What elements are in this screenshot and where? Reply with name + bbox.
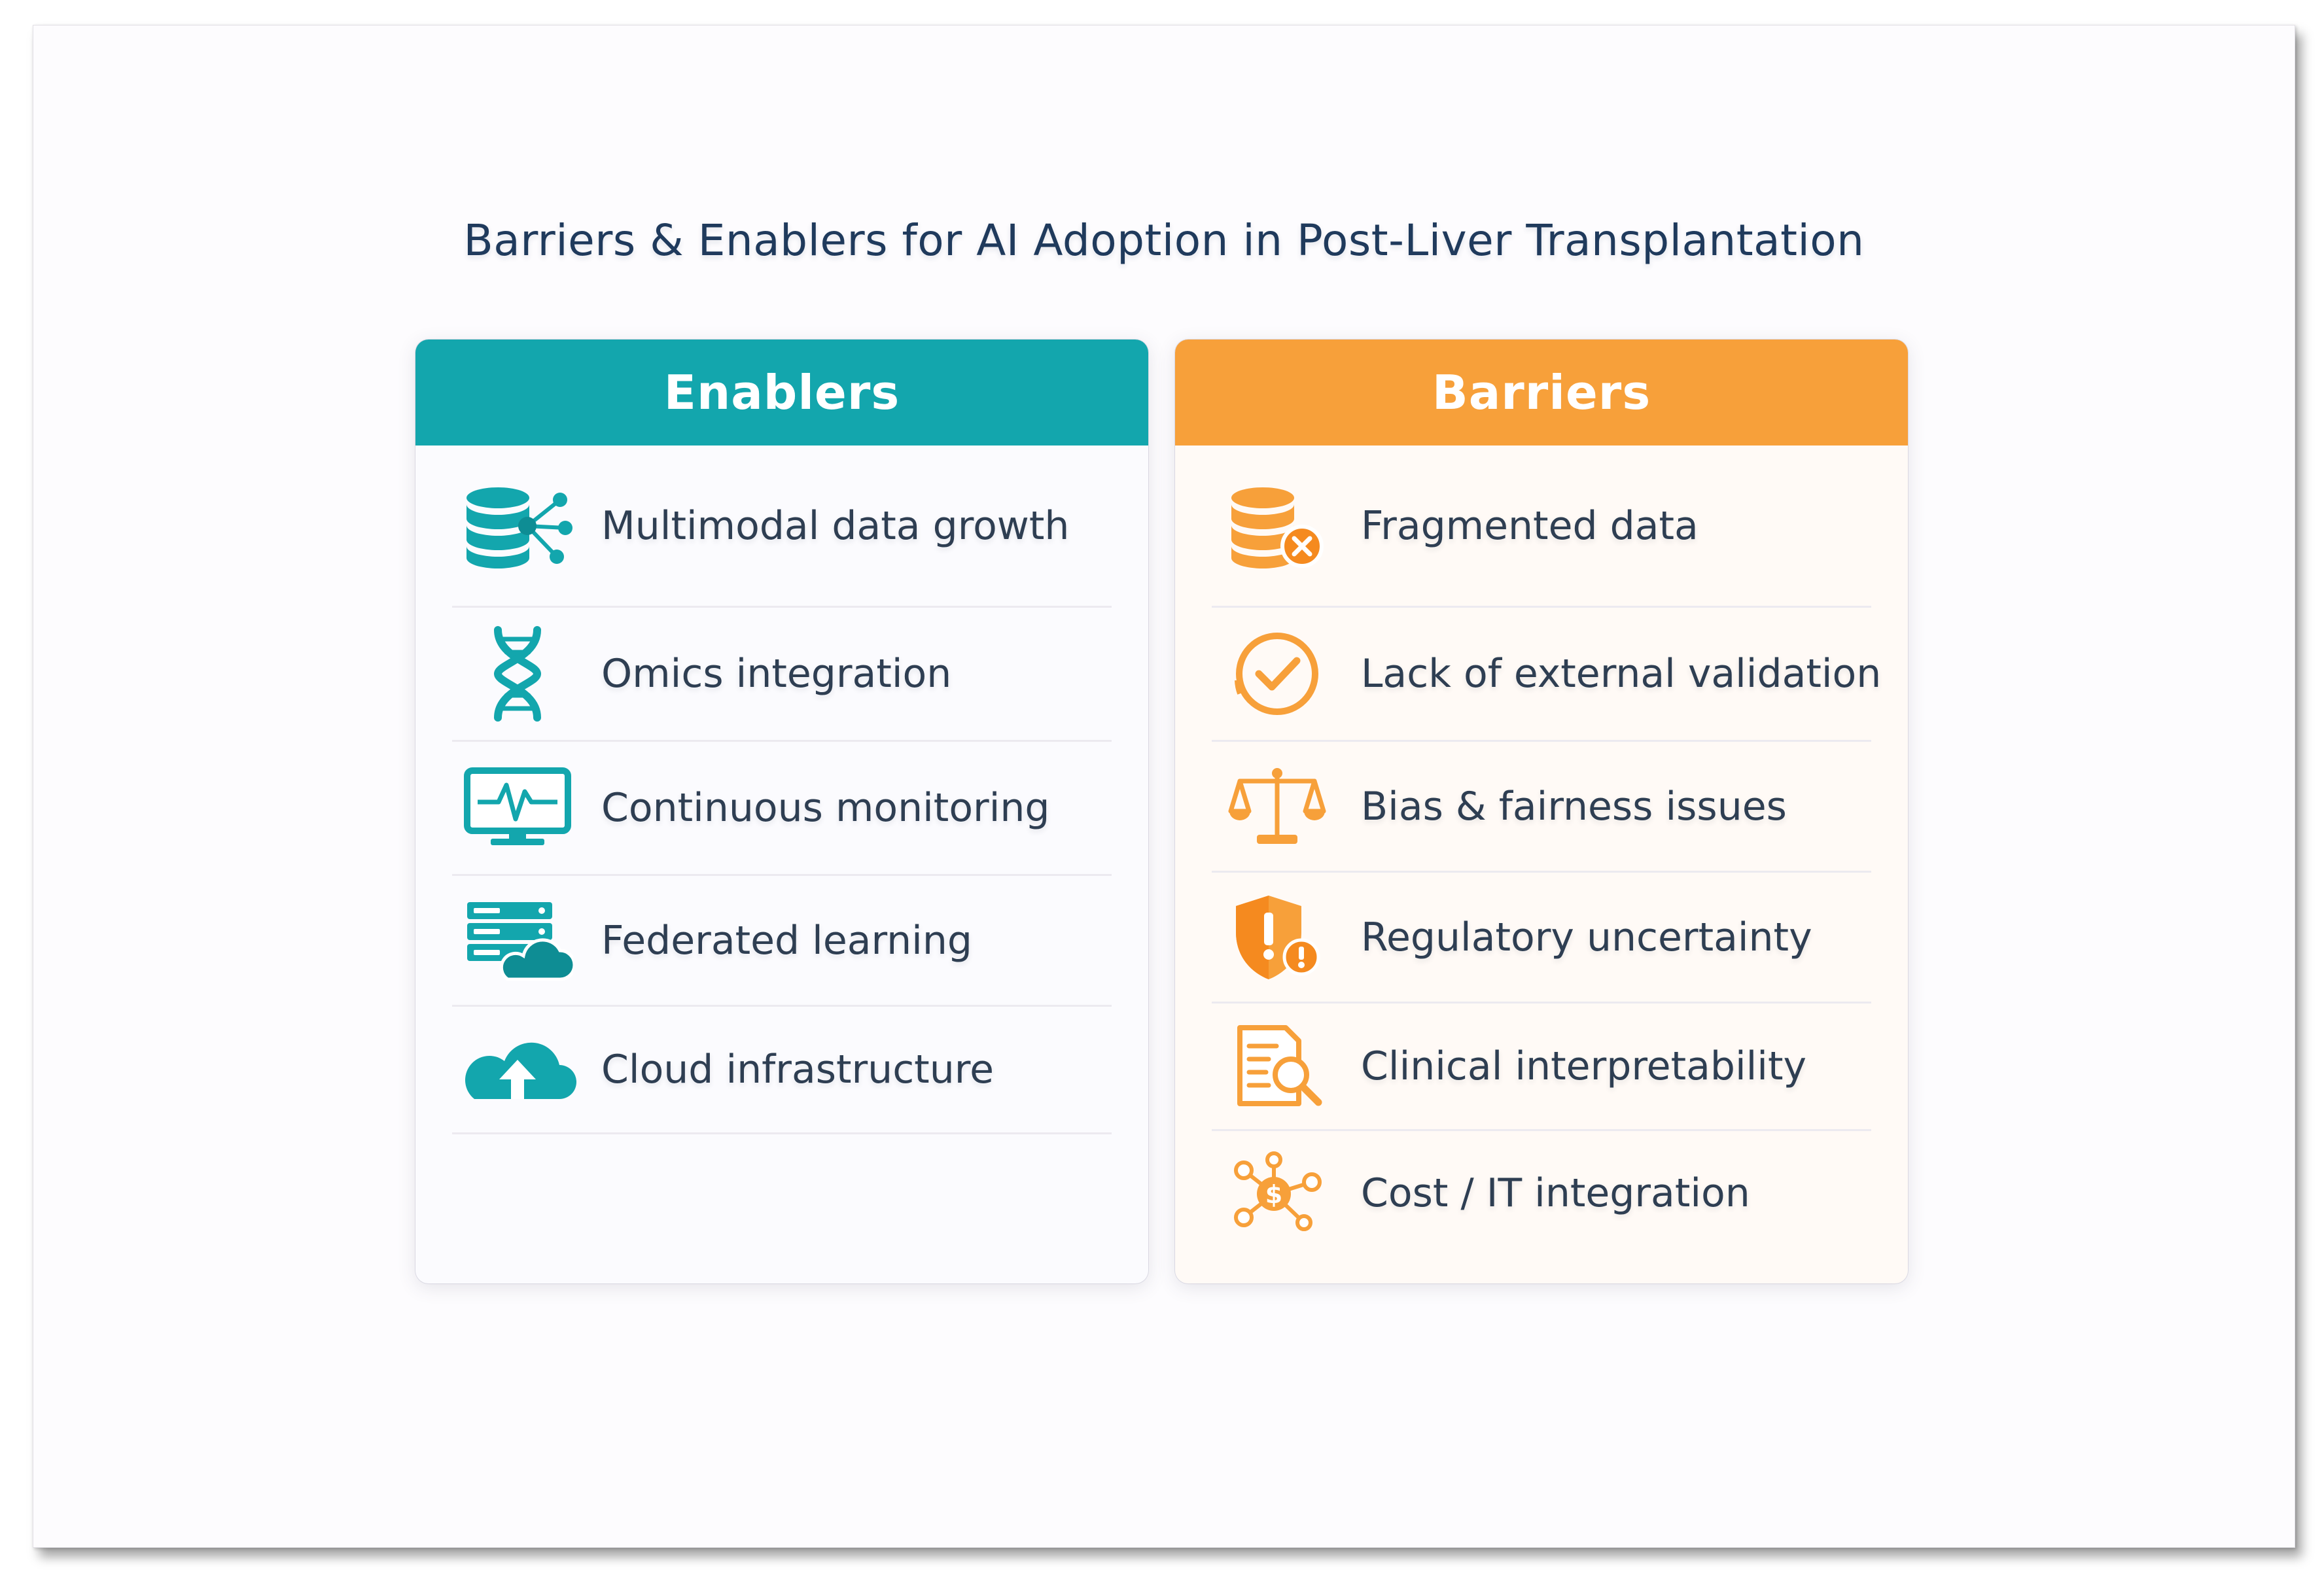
barrier-label: Cost / IT integration [1361,1170,1750,1216]
cost-network-icon: $ [1212,1151,1343,1236]
enabler-item-cloud: Cloud infrastructure [452,1007,1112,1134]
monitor-heartbeat-icon [452,765,583,850]
barriers-header: Barriers [1175,340,1908,445]
enabler-label: Multimodal data growth [601,502,1070,549]
database-network-icon [452,483,583,568]
svg-text:$: $ [1265,1180,1282,1209]
enabler-label: Cloud infrastructure [601,1047,994,1092]
barrier-item-regulatory: Regulatory uncertainty [1212,873,1871,1004]
database-error-icon [1212,483,1343,568]
barrier-item-cost: $ Cost / IT integration [1212,1131,1871,1255]
figure-frame: Barriers & Enablers for AI Adoption in P… [33,25,2295,1548]
barrier-label: Clinical interpretability [1361,1043,1807,1089]
barrier-item-interpretability: Clinical interpretability [1212,1004,1871,1131]
barrier-label: Lack of external validation [1361,651,1882,697]
enablers-list: Multimodal data growth [415,445,1148,1134]
enabler-item-federated: Federated learning [452,876,1112,1007]
barrier-item-validation: Lack of external validation [1212,608,1881,742]
barrier-label: Regulatory uncertainty [1361,914,1812,960]
server-cloud-icon [452,898,583,983]
enabler-item-monitoring: Continuous monitoring [452,742,1112,876]
check-circle-icon [1212,628,1343,720]
barriers-list: Fragmented data Lack of external validat… [1175,445,1908,1255]
enabler-label: Omics integration [601,651,952,697]
barrier-item-bias: Bias & fairness issues [1212,742,1871,873]
enabler-item-omics: Omics integration [452,608,1112,742]
dna-icon [452,625,583,723]
enabler-label: Federated learning [601,917,972,964]
cloud-upload-icon [452,1034,583,1106]
barrier-label: Bias & fairness issues [1361,783,1787,829]
barrier-item-fragmented: Fragmented data [1212,445,1871,608]
shield-warning-icon [1212,892,1343,983]
enabler-item-multimodal: Multimodal data growth [452,445,1112,608]
enablers-panel: Enablers [415,340,1148,1283]
enabler-label: Continuous monitoring [601,785,1050,831]
document-search-icon [1212,1024,1343,1109]
scales-icon [1212,764,1343,849]
enablers-header: Enablers [415,340,1148,445]
figure-title: Barriers & Enablers for AI Adoption in P… [463,215,1865,266]
barrier-label: Fragmented data [1361,502,1699,549]
barriers-panel: Barriers [1175,340,1908,1283]
